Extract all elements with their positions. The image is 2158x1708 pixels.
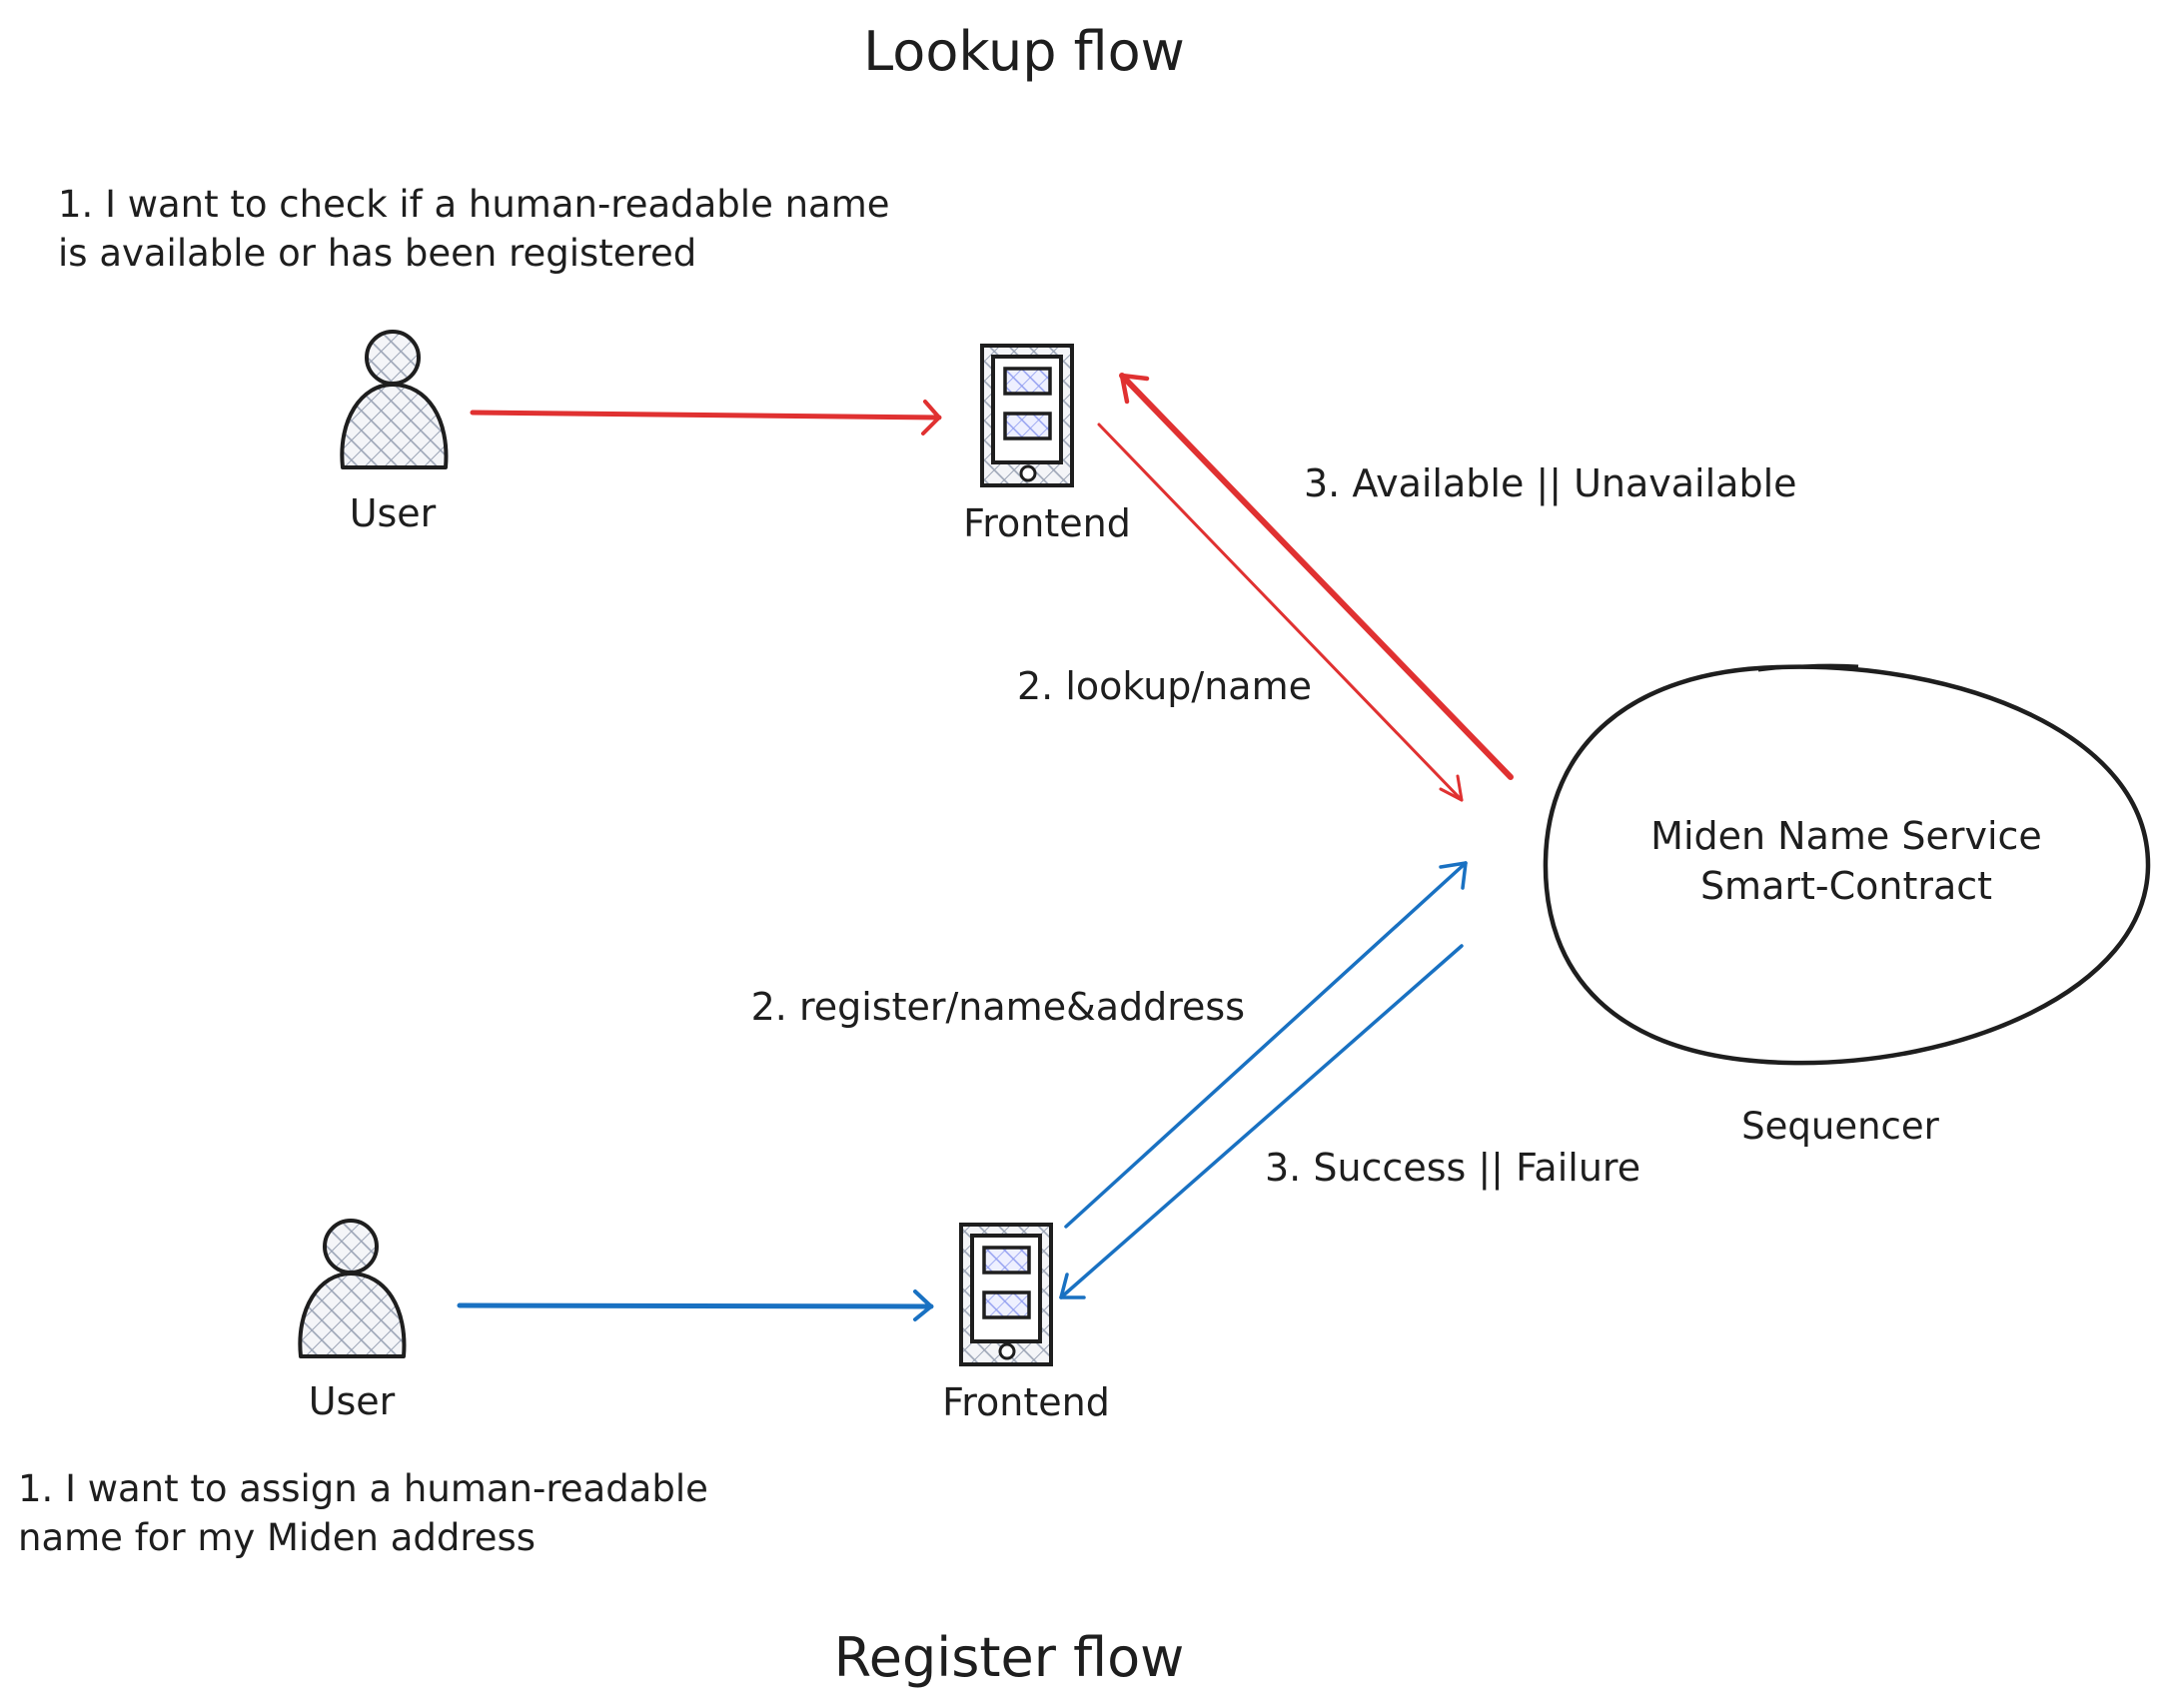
lookup-response-label: 3. Available || Unavailable — [1304, 461, 1797, 506]
arrow-user-to-frontend-register — [457, 1289, 934, 1321]
lookup-note-line-1: 1. I want to check if a human-readable n… — [58, 183, 890, 226]
contract-label-line-1: Miden Name Service — [1650, 814, 2042, 858]
smart-contract-node: Miden Name Service Smart-Contract Sequen… — [1543, 663, 2151, 1148]
arrow-user-to-frontend-lookup — [470, 400, 942, 435]
register-user: User — [298, 1219, 407, 1423]
sequencer-caption: Sequencer — [1741, 1105, 1940, 1148]
user-icon — [340, 330, 449, 469]
arrow-contract-to-frontend-lookup — [1119, 373, 1514, 780]
register-request-label: 2. register/name&address — [751, 985, 1245, 1029]
register-note: 1. I want to assign a human-readable nam… — [18, 1467, 708, 1559]
register-response-label: 3. Success || Failure — [1265, 1146, 1640, 1191]
register-frontend: Frontend — [942, 1223, 1110, 1424]
lookup-flow-title: Lookup flow — [863, 20, 1185, 83]
lookup-user: User — [340, 330, 449, 535]
register-user-label: User — [309, 1379, 396, 1423]
lookup-arrows — [470, 373, 1514, 802]
contract-label-line-2: Smart-Contract — [1700, 864, 1992, 908]
lookup-note-line-2: is available or has been registered — [58, 232, 696, 275]
lookup-user-label: User — [350, 491, 437, 535]
user-icon — [298, 1219, 407, 1358]
mobile-device-icon — [959, 1223, 1053, 1366]
register-note-line-1: 1. I want to assign a human-readable — [18, 1467, 708, 1510]
arrow-contract-to-frontend-register — [1059, 944, 1464, 1299]
lookup-request-label: 2. lookup/name — [1017, 664, 1312, 708]
lookup-note: 1. I want to check if a human-readable n… — [58, 183, 890, 275]
lookup-frontend-label: Frontend — [963, 501, 1131, 545]
arrow-frontend-to-contract-register — [1064, 861, 1468, 1229]
register-frontend-label: Frontend — [942, 1380, 1110, 1424]
register-note-line-2: name for my Miden address — [18, 1516, 536, 1559]
register-arrows — [457, 861, 1468, 1321]
register-flow-title: Register flow — [834, 1626, 1185, 1689]
arrow-frontend-to-contract-lookup — [1097, 423, 1464, 802]
mobile-device-icon — [980, 344, 1074, 487]
lookup-frontend: Frontend — [963, 344, 1131, 545]
